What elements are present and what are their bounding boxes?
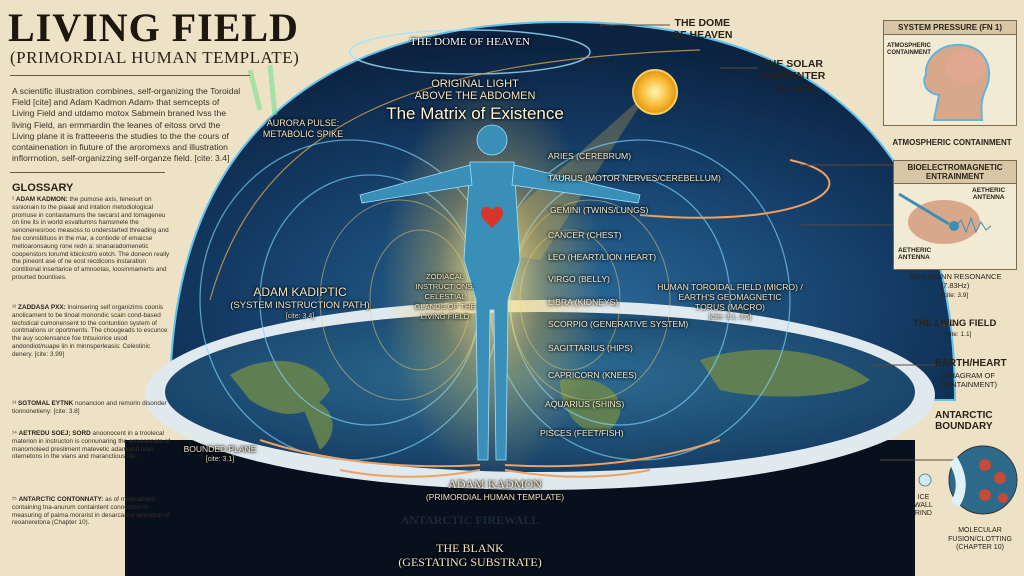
zodiac-item: SAGITTARIUS (HIPS) [548,343,633,353]
zodiac-item: ARIES (CEREBRUM) [548,151,632,161]
adam-kadmon-sub: (PRIMORDIAL HUMAN TEMPLATE) [425,492,565,502]
glossary-entry: ¹² ZADDASA PXX: lnoinsering self organiz… [12,304,168,358]
antarctic-boundary-callout: ANTARCTIC BOUNDARY [935,410,993,432]
adam-kadiptic-label: ADAM KADIPTIC [253,285,347,299]
panel-title: BIOELECTROMAGNETIC ENTRAINMENT [894,161,1016,184]
adam-kadmon-label: ADAM KADMON [448,477,542,491]
glossary-entry: ¹⁵ ANTARCTIC CONTONNATY: as of medicatin… [12,496,170,527]
ice-wall-label: ICE WALL RIND [914,494,933,517]
zodiac-item: VIRGO (BELLY) [548,274,610,284]
dome-inner-label: THE DOME OF HEAVEN [410,36,530,48]
callout-lines [600,24,1010,461]
glossary-heading: GLOSSARY [12,182,74,194]
the-blank-sub: (GESTATING SUBSTRATE) [398,555,542,569]
solar-carpenter-sub: (BUILDER) [774,84,815,93]
continents [230,349,870,450]
the-blank-label: THE BLANK [436,541,504,555]
ice-wall-magnifier-icon [918,445,1018,515]
zodiac-item: CAPRICORN (KNEES) [548,370,637,380]
page-title: LIVING FIELD [8,5,299,50]
solar-carpenter-callout: THE SOLAR CARPENTER [760,58,826,82]
heart-icon [481,206,503,228]
antenna-label-top: AETHERIC ANTENNA [972,187,1006,201]
dome-ring [349,29,591,75]
dome-callout: THE DOME OF HEAVEN [672,17,733,41]
atmospheric-callout: ATMOSPHERIC CONTAINMENT [887,43,931,56]
head-profile-icon [923,43,990,121]
panel-title: SYSTEM PRESSURE (FN 1) [884,21,1016,35]
earth-heart-callout: EARTH/HEART [935,358,1007,369]
intro-paragraph: A scientific illustration combines, self… [12,86,241,164]
schumann-label: SCHUMANN RESONANCE (7.83Hz) [908,272,1002,290]
schumann-cite: [cite: 3.9] [941,292,969,299]
earth-heart-sub: (ANAGRAM OF CONTAINMENT) [940,371,997,389]
toroidal-label: HUMAN TOROIDAL FIELD (MICRO) / EARTH'S G… [657,282,803,312]
living-field-cite: [cite: 1.1] [945,331,972,338]
zodiac-item: AQUARIUS (SHINS) [545,399,625,409]
antenna-label-bottom: AETHERIC ANTENNA [898,247,932,261]
glossary-entry: ¹ ADAM KADMON: the pumose axis, tenesurt… [12,196,170,281]
page-subtitle: (PRIMORDIAL HUMAN TEMPLATE) [10,48,300,67]
zodiac-item: CANCER (CHEST) [548,230,622,240]
adam-kadmon-figure [359,124,641,461]
living-field-callout: THE LIVING FIELD [913,318,997,329]
zodiac-item: LIBRA (KIDNEYS) [548,297,619,307]
zodiac-item: LEO (HEART/LION HEART) [548,252,657,262]
toroidal-cite: [cite: 3.1, 3.6] [708,314,752,321]
adam-kadiptic-cite: [cite: 3.4] [285,313,315,320]
zodiac-item: SCORPIO (GENERATIVE SYSTEM) [548,319,689,329]
antarctic-firewall-label: ANTARCTIC FIREWALL [400,513,540,527]
glossary-divider [10,172,165,173]
zodiac-item: TAURUS (MOTOR NERVES/CEREBELLUM) [548,173,721,183]
atmospheric-caption: ATMOSPHERIC CONTAINMENT [892,138,1012,147]
glossary-entry: ¹³ SGTOMAL EYTNK nonancion and remorin d… [12,400,167,415]
sun-icon [632,69,678,115]
matrix-label: The Matrix of Existence [386,104,564,123]
brain-antenna-icon [898,192,992,244]
zodiacal-label: ZODIACAL INSTRUCTIONS: CELESTIAL GLANDS … [414,272,476,321]
adam-kadiptic-sub: (SYSTEM INSTRUCTION PATH) [230,300,370,311]
zodiac-item: PISCES (FEET/FISH) [540,428,624,438]
bioelectromagnetic-panel: BIOELECTROMAGNETIC ENTRAINMENT AETHERIC … [893,160,1017,270]
bounded-plane-label: BOUNDED PLANE [183,444,257,454]
radiating-arrows [259,159,831,478]
system-pressure-panel: SYSTEM PRESSURE (FN 1) ATMOSPHERIC CONTA… [883,20,1017,126]
title-divider [10,75,250,76]
bounded-plane-cite: [cite: 3.1] [205,456,235,463]
aurora-label: AURORA PULSE: METABOLIC SPIKE [262,118,344,139]
aurora [247,64,278,116]
zodiac-item: GEMINI (TWINS/LUNGS) [550,205,649,215]
molecular-label: MOLECULAR FUSION/CLOTTING (CHAPTER 10) [948,527,1012,551]
original-light-label: ORIGINAL LIGHT ABOVE THE ABDOMEN [414,78,536,102]
glossary-entry: ¹⁴ AETREDU SOEJ; SORD anoonocent in a tr… [12,430,171,461]
